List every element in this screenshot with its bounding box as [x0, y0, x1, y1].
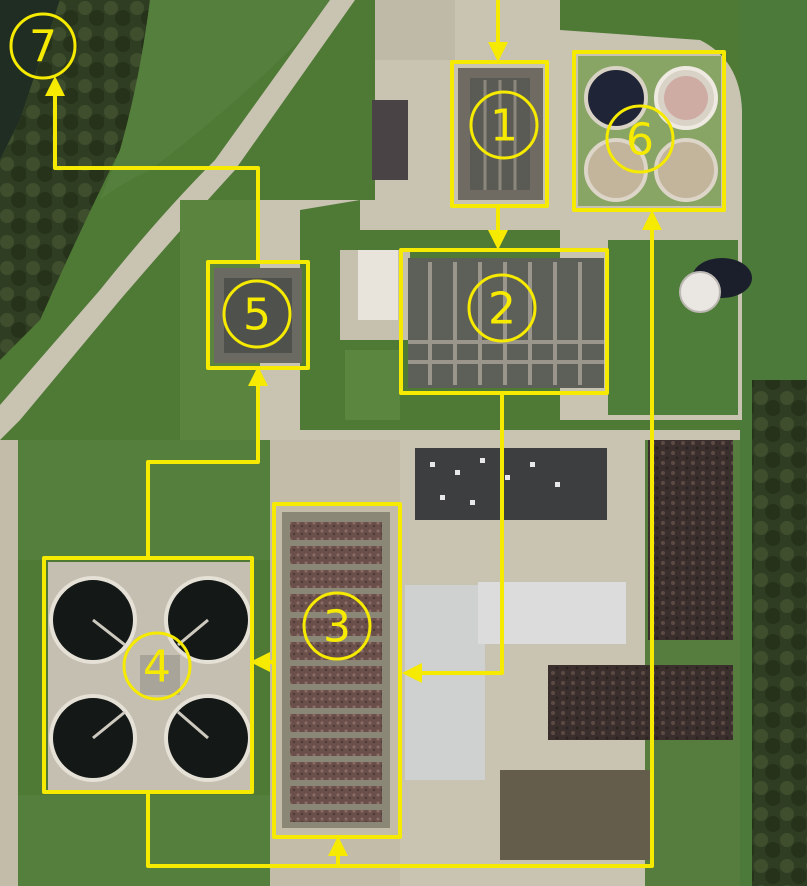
annotation-overlay [9, 0, 726, 868]
grass-southwest [18, 795, 270, 886]
flow-4-to-5 [146, 366, 268, 558]
road-west [0, 440, 18, 886]
gas-sphere [679, 271, 721, 313]
flow-sludge-to-6 [146, 210, 662, 868]
digester-tank-tan-2 [654, 138, 718, 202]
grass-patch [345, 350, 400, 420]
flow-2-to-3 [402, 393, 504, 683]
admin-building [372, 100, 408, 180]
parking-area [375, 0, 455, 60]
drying-bed-south [548, 665, 733, 740]
pond [0, 0, 60, 160]
tree-line-east [752, 380, 807, 886]
maintenance-building-roof [415, 448, 607, 520]
digester-tank-dark [584, 66, 648, 130]
stage-label-4: 4 [143, 642, 171, 693]
control-building [358, 250, 398, 320]
stage-label-2: 2 [488, 284, 516, 335]
stage-label-7: 7 [29, 22, 57, 73]
stage-label-3: 3 [323, 602, 351, 653]
flow-5-to-7 [45, 76, 260, 262]
grass-west [18, 440, 270, 560]
drying-bed-east [648, 440, 733, 640]
garage-building-west [405, 585, 485, 780]
diagonal-road [0, 0, 355, 440]
stage-label-1: 1 [490, 101, 518, 152]
drying-bed-southwest [500, 770, 650, 860]
grass-slope [100, 0, 330, 200]
digester-tank-light [654, 66, 718, 130]
tree-cover [0, 0, 150, 360]
stage-label-5: 5 [243, 290, 271, 341]
stage-label-6: 6 [626, 115, 654, 166]
